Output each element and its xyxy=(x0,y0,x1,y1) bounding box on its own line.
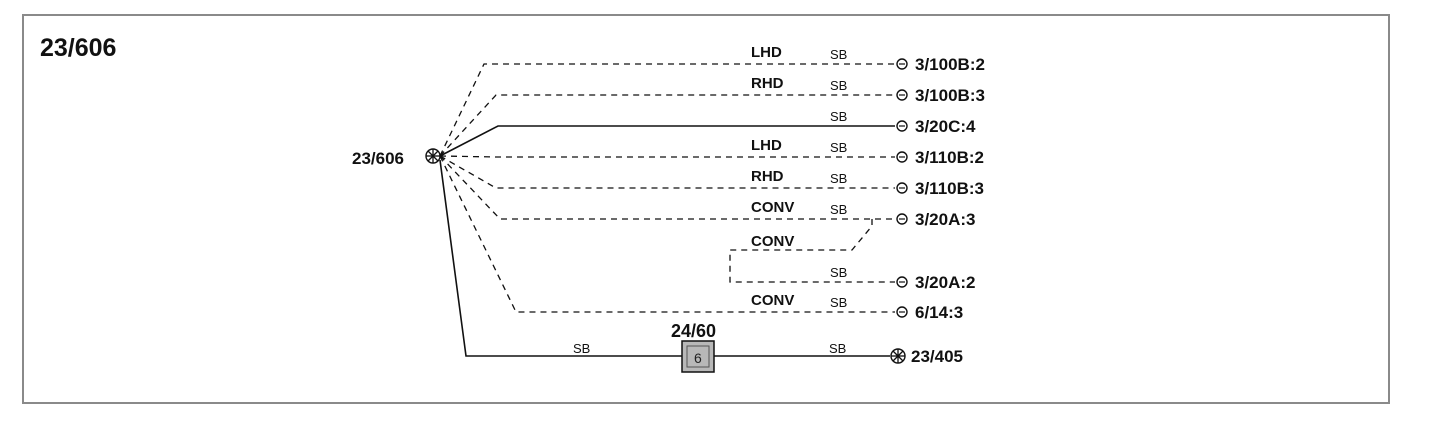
wire-color-label: SB xyxy=(830,171,847,186)
destination-label: 3/110B:2 xyxy=(915,148,984,167)
pin-terminal-icon xyxy=(896,120,908,132)
destination-label: 3/20A:2 xyxy=(915,273,975,292)
variant-label: CONV xyxy=(751,292,794,309)
wire-group xyxy=(439,58,908,318)
pin-terminal-icon xyxy=(896,306,908,318)
wire-1 xyxy=(439,63,895,157)
bottom-dest-label: 23/405 xyxy=(911,347,963,366)
variant-label: LHD xyxy=(751,44,782,61)
wire-color-label: SB xyxy=(830,265,847,280)
destination-label: 3/100B:3 xyxy=(915,86,985,105)
variant-label: RHD xyxy=(751,75,784,92)
pin-terminal-icon xyxy=(896,89,908,101)
bottom-color-right: SB xyxy=(829,341,846,356)
variant-label: LHD xyxy=(751,137,782,154)
pin-terminal-icon xyxy=(896,182,908,194)
diagram-frame xyxy=(22,14,1390,404)
wire-3 xyxy=(439,125,895,157)
bottom-wire-left xyxy=(439,159,682,357)
wire-color-label: SB xyxy=(830,78,847,93)
destination-label: 3/20C:4 xyxy=(915,117,976,136)
pin-terminal-icon xyxy=(896,151,908,163)
source-node-label: 23/606 xyxy=(352,149,404,168)
wire-8 xyxy=(439,155,895,313)
variant-label: CONV xyxy=(751,233,794,250)
destination-label: 3/20A:3 xyxy=(915,210,975,229)
wire-5 xyxy=(439,155,895,189)
bottom-color-left: SB xyxy=(573,341,590,356)
pin-terminal-icon xyxy=(896,58,908,70)
wire-color-label: SB xyxy=(830,140,847,155)
bottom-branch: SB SB 24/60 6 23/405 xyxy=(439,159,963,373)
wire-color-label: SB xyxy=(830,47,847,62)
component-box xyxy=(681,340,715,373)
wire-color-label: SB xyxy=(830,295,847,310)
source-splice-icon xyxy=(425,148,441,164)
destination-label: 3/110B:3 xyxy=(915,179,984,198)
destination-label: 6/14:3 xyxy=(915,303,963,322)
variant-label: CONV xyxy=(751,199,794,216)
wire-2 xyxy=(439,94,895,157)
diagram-title: 23/606 xyxy=(40,34,116,62)
variant-label: RHD xyxy=(751,168,784,185)
pin-terminal-icon xyxy=(896,276,908,288)
pin-terminal-icon xyxy=(896,213,908,225)
wire-color-label: SB xyxy=(830,109,847,124)
component-label: 24/60 xyxy=(671,321,716,341)
wire-4 xyxy=(439,155,895,158)
ground-splice-icon xyxy=(890,348,906,364)
wire-7 xyxy=(729,219,895,283)
wire-color-label: SB xyxy=(830,202,847,217)
destination-label: 3/100B:2 xyxy=(915,55,985,74)
component-pin-label: 6 xyxy=(694,350,702,366)
